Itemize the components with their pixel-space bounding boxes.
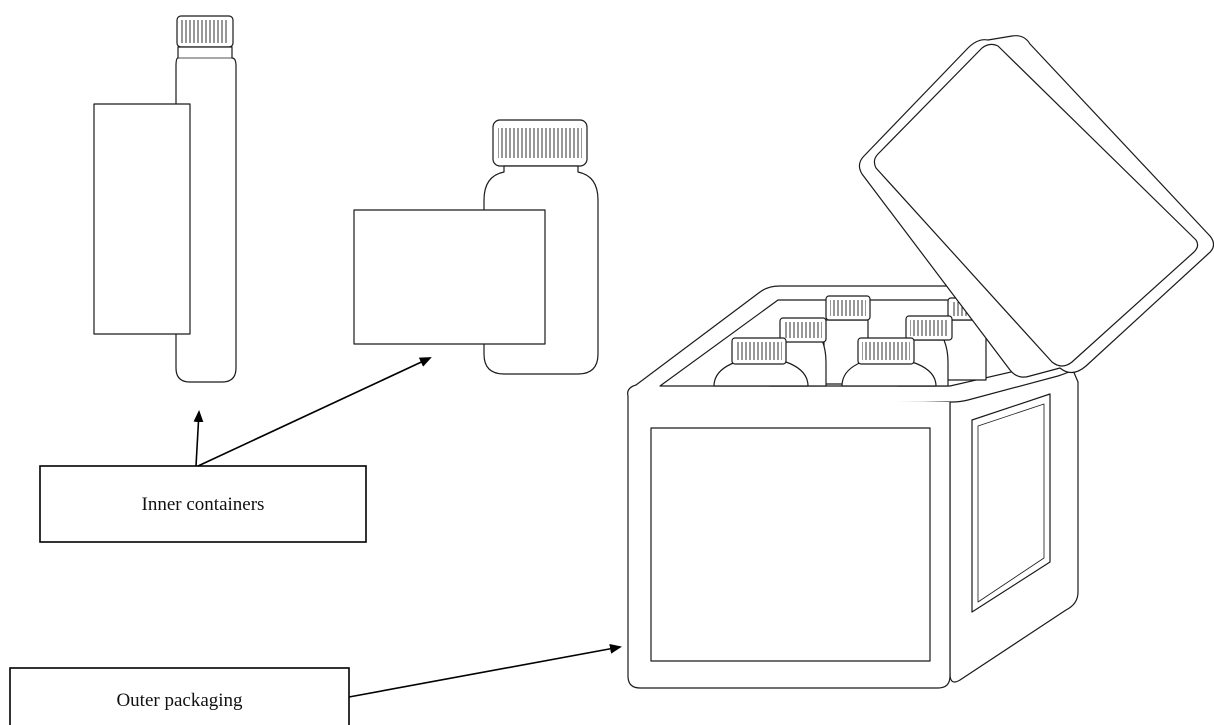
test-tube (93, 15, 237, 383)
tube-body (175, 46, 237, 383)
bottle-label (353, 209, 546, 345)
arrow-to-bottle (197, 357, 432, 467)
box-front-label (650, 427, 931, 662)
outer-packaging-label: Outer packaging (116, 690, 243, 711)
outer-box (627, 35, 1214, 689)
arrow-to-test-tube (193, 410, 204, 467)
inner-containers-callout (39, 465, 367, 543)
sample-bottle (353, 119, 599, 375)
box-bottle (713, 337, 809, 387)
inner-containers-label: Inner containers (141, 494, 265, 515)
box-side-label (971, 393, 1051, 613)
tube-label (93, 103, 191, 335)
outer-packaging-callout (9, 667, 350, 725)
box-lid (858, 35, 1214, 378)
box-bottle (841, 337, 937, 387)
arrow-to-outer-box (348, 643, 622, 698)
